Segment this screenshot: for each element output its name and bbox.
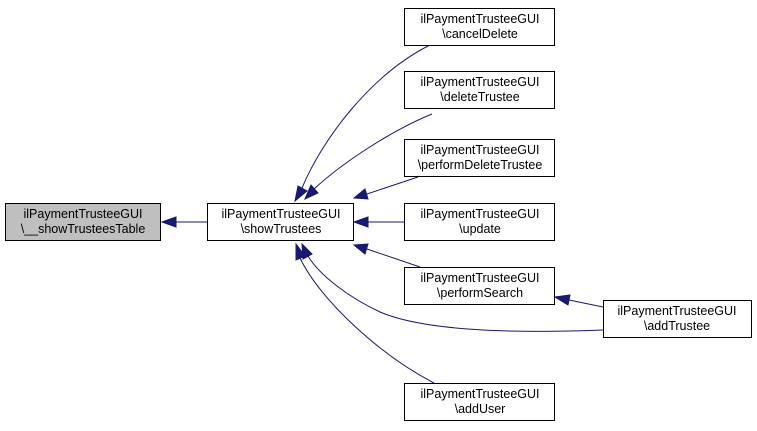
node-label-method: \showTrustees xyxy=(241,222,322,236)
edge-arrowhead xyxy=(352,216,369,228)
node-label-method: \cancelDelete xyxy=(442,27,518,41)
node-label-class: ilPaymentTrusteeGUI xyxy=(221,207,340,221)
node-perform-delete-trustee[interactable]: ilPaymentTrusteeGUI \performDeleteTruste… xyxy=(404,139,555,177)
node-add-trustee[interactable]: ilPaymentTrusteeGUI \addTrustee xyxy=(603,300,752,338)
edge-add-trustee-to-show-trustees xyxy=(307,255,604,332)
node-perform-search[interactable]: ilPaymentTrusteeGUI \performSearch xyxy=(404,267,555,305)
node-box xyxy=(5,203,161,241)
edge-arrowhead xyxy=(352,243,369,255)
edges xyxy=(160,44,604,384)
node-delete-trustee[interactable]: ilPaymentTrusteeGUI \deleteTrustee xyxy=(404,71,555,109)
node-label-method: \addUser xyxy=(455,402,506,416)
node-box xyxy=(404,71,555,109)
node-label-method: \addTrustee xyxy=(644,319,710,333)
node-box xyxy=(603,300,752,338)
node-label-method: \performSearch xyxy=(437,286,523,300)
node-label-method: \__showTrusteesTable xyxy=(21,222,146,236)
node-show-trustees[interactable]: ilPaymentTrusteeGUI \showTrustees xyxy=(207,203,354,241)
node-add-user[interactable]: ilPaymentTrusteeGUI \addUser xyxy=(404,383,555,421)
node-box xyxy=(404,139,555,177)
node-label-class: ilPaymentTrusteeGUI xyxy=(420,75,539,89)
node-label-class: ilPaymentTrusteeGUI xyxy=(420,143,539,157)
node-show-trustees-table[interactable]: ilPaymentTrusteeGUI \__showTrusteesTable xyxy=(5,203,161,241)
edge-arrowhead xyxy=(294,185,308,203)
edge-arrowhead xyxy=(160,216,177,228)
node-label-method: \update xyxy=(459,222,501,236)
edge-add-user-to-show-trustees xyxy=(299,257,435,384)
node-cancel-delete[interactable]: ilPaymentTrusteeGUI \cancelDelete xyxy=(404,8,555,46)
edge-arrowhead xyxy=(352,188,369,200)
node-box xyxy=(404,267,555,305)
node-update[interactable]: ilPaymentTrusteeGUI \update xyxy=(404,203,555,241)
node-box xyxy=(404,8,555,46)
node-label-class: ilPaymentTrusteeGUI xyxy=(420,387,539,401)
node-box xyxy=(207,203,354,241)
edge-perform-delete-trustee-to-show-trustees xyxy=(366,176,419,195)
node-label-class: ilPaymentTrusteeGUI xyxy=(23,207,142,221)
edge-arrowhead xyxy=(295,242,306,261)
edge-add-trustee-to-perform-search xyxy=(568,299,604,308)
edge-perform-search-to-show-trustees xyxy=(366,248,421,268)
edge-cancel-delete-to-show-trustees xyxy=(301,44,431,189)
node-label-method: \performDeleteTrustee xyxy=(418,158,543,172)
node-label-class: ilPaymentTrusteeGUI xyxy=(420,12,539,26)
node-box xyxy=(404,383,555,421)
node-box xyxy=(404,203,555,241)
edge-delete-trustee-to-show-trustees xyxy=(313,113,433,190)
node-label-class: ilPaymentTrusteeGUI xyxy=(420,207,539,221)
node-label-class: ilPaymentTrusteeGUI xyxy=(617,304,736,318)
node-label-class: ilPaymentTrusteeGUI xyxy=(420,271,539,285)
node-label-method: \deleteTrustee xyxy=(440,90,519,104)
edge-arrowhead xyxy=(304,184,319,200)
edge-arrowhead xyxy=(553,294,571,306)
